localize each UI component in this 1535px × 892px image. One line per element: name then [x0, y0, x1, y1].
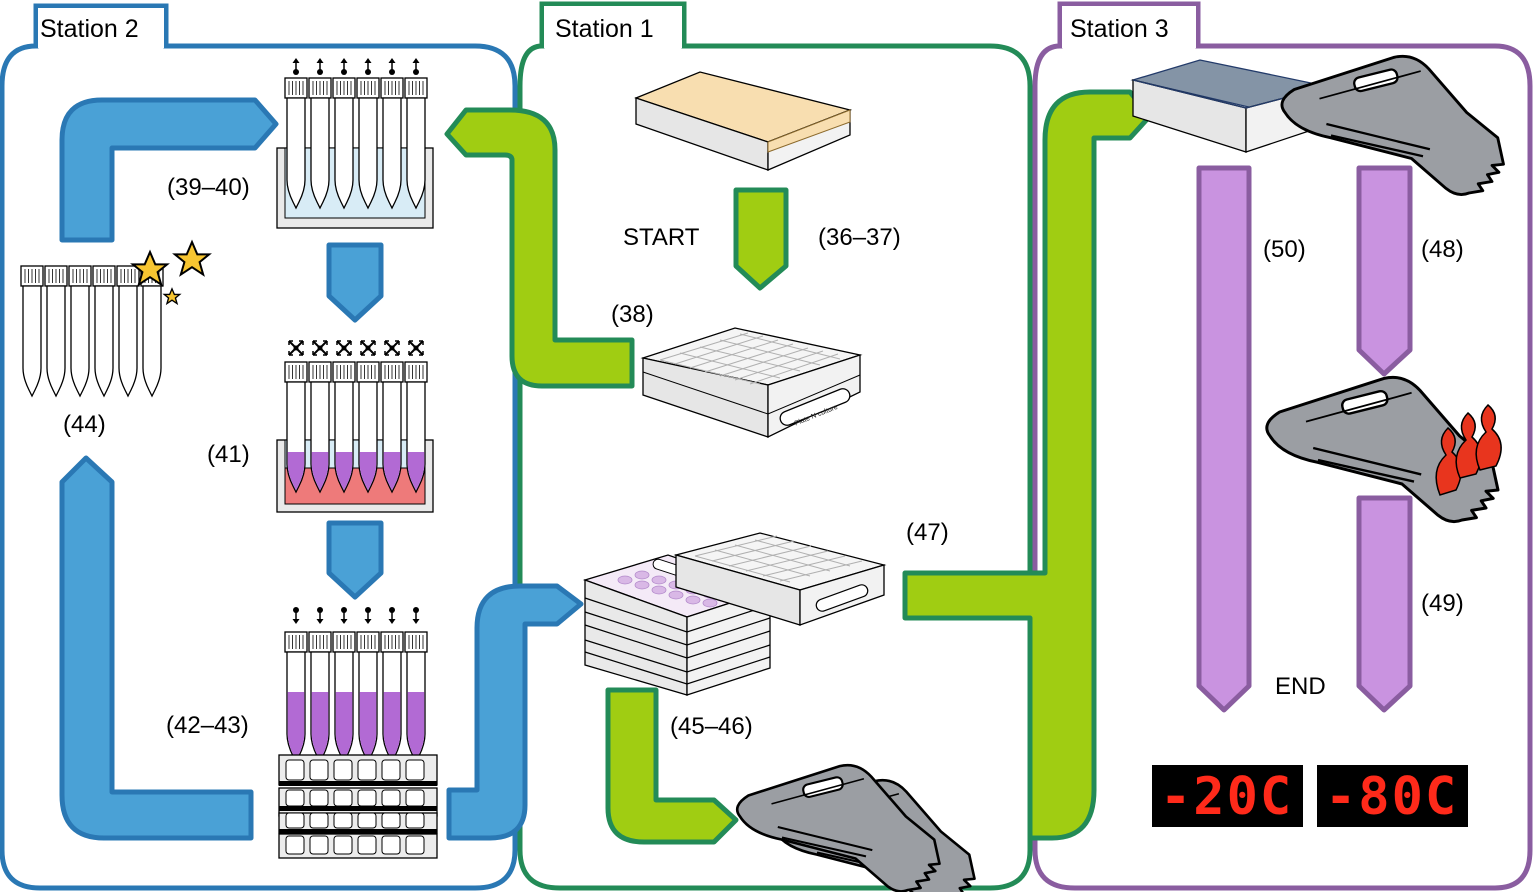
step-label-38: (38) — [611, 301, 654, 328]
arrow-36-to-38 — [733, 187, 789, 291]
tubes-in-bath-39-40 — [276, 57, 434, 229]
station-2-panel — [0, 3, 518, 891]
step-label-50: (50) — [1263, 236, 1306, 263]
sparkle-star-icon — [173, 241, 211, 276]
step-label-start: START — [623, 224, 700, 251]
step-label-36-37: (36–37) — [818, 224, 901, 251]
blue-flow-arrows — [59, 97, 584, 841]
clean-tubes-44 — [20, 241, 211, 397]
station-1-tab-label: Station 1 — [555, 15, 654, 43]
tubes-in-bath-41 — [276, 340, 434, 513]
step-label-45-46: (45–46) — [670, 713, 753, 740]
freezer-minus80-readout: -80C — [1325, 767, 1458, 827]
step-label-48: (48) — [1421, 236, 1464, 263]
step-label-39-40: (39–40) — [167, 174, 250, 201]
arrow-44-to-39 — [59, 97, 279, 243]
freezer-minus20-readout: -20C — [1160, 767, 1293, 827]
station-1-panel — [517, 1, 1033, 891]
step-label-49: (49) — [1421, 590, 1464, 617]
freezer-minus80-display: -80C — [1317, 765, 1468, 827]
step-label-41: (41) — [207, 441, 250, 468]
arrow-50-to-minus20 — [1196, 165, 1252, 713]
sparkle-star-icon — [163, 288, 181, 305]
arrow-47-to-station3 — [902, 89, 1153, 841]
arrow-49-to-minus80 — [1356, 495, 1413, 713]
arrow-42-to-station1 — [446, 583, 584, 841]
green-flow-arrows — [444, 89, 1153, 845]
tubes-over-plates-42-43 — [278, 606, 438, 859]
arrow-38-to-39 — [444, 107, 635, 389]
step-label-44: (44) — [63, 411, 106, 438]
step-label-end: END — [1275, 673, 1326, 700]
plate-orange-lid — [634, 71, 853, 171]
arrow-42-to-44 — [59, 455, 254, 841]
arrow-39-to-41 — [326, 242, 384, 323]
heat-sealed-bag-49 — [1265, 375, 1502, 524]
arrow-45-to-bags — [605, 687, 739, 845]
heat-flame-icon — [1435, 403, 1502, 496]
station-3-tab-label: Station 3 — [1070, 15, 1169, 43]
culture-plate-45-46 — [673, 532, 887, 626]
station-3-panel — [1032, 1, 1533, 891]
purple-flow-arrows — [1196, 165, 1413, 713]
arrow-41-to-42 — [326, 520, 384, 600]
freezer-minus20-display: -20C — [1152, 765, 1303, 827]
step-label-47: (47) — [906, 519, 949, 546]
arrow-48-to-seal — [1356, 165, 1413, 377]
sealed-bags-45-46 — [735, 763, 976, 892]
step-label-42-43: (42–43) — [166, 712, 249, 739]
station-2-tab-label: Station 2 — [40, 15, 139, 43]
culture-plate-38: Plate N culture — [640, 327, 863, 439]
